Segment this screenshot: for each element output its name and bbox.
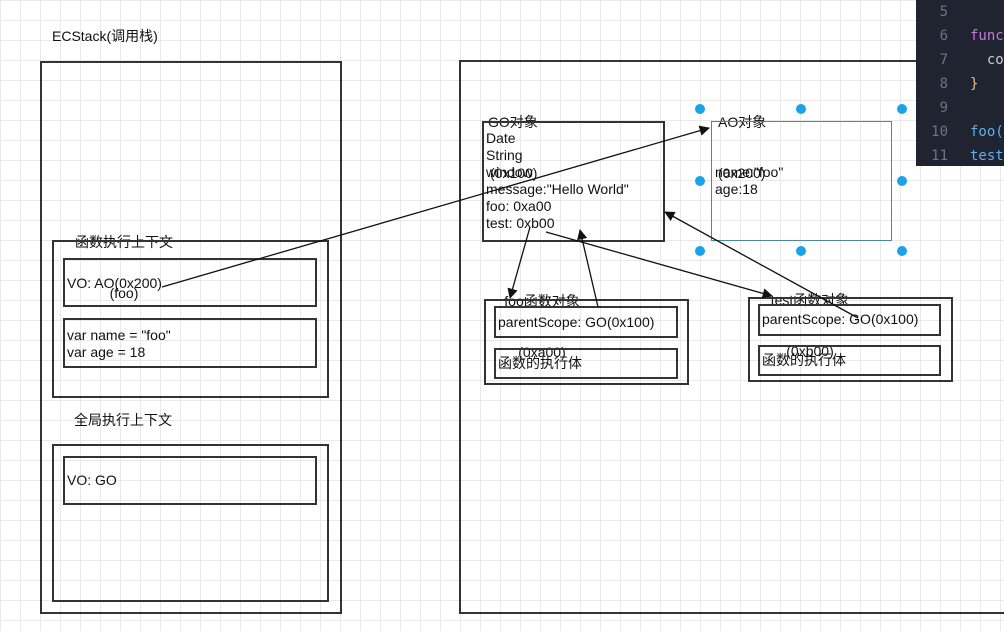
resize-handle-top-left[interactable] bbox=[695, 104, 705, 114]
code-text: co bbox=[970, 52, 1004, 68]
global-vo-text: VO: GO bbox=[67, 472, 117, 488]
foo-vo-text: VO: AO(0x200) bbox=[67, 275, 162, 291]
resize-handle-bottom-left[interactable] bbox=[695, 246, 705, 256]
line-number: 7 bbox=[939, 52, 948, 68]
ao-title-line1: AO对象 bbox=[718, 114, 767, 130]
foo-context-title: 函数执行上下文 (foo) bbox=[62, 200, 186, 319]
foo-fn-scope-text: parentScope: GO(0x100) bbox=[498, 314, 655, 330]
global-vo-box bbox=[63, 456, 317, 505]
resize-handle-bottom[interactable] bbox=[796, 246, 806, 256]
foo-fn-body-box bbox=[494, 348, 678, 379]
ecstack-title: ECStack(调用栈) bbox=[52, 28, 158, 44]
code-line: 5 bbox=[916, 0, 1004, 24]
line-number: 9 bbox=[939, 100, 948, 116]
line-number: 5 bbox=[939, 4, 948, 20]
line-number: 10 bbox=[931, 124, 948, 140]
global-context-title: 全局执行上下文 bbox=[74, 412, 172, 428]
code-line: 6 func bbox=[916, 24, 1004, 48]
ecstack-container bbox=[40, 61, 342, 614]
foo-context-title-line2: (foo) bbox=[109, 285, 139, 301]
code-editor-panel[interactable]: 5 6 func 7 co 8 } 9 10 foo( 11 test bbox=[916, 0, 1004, 166]
ao-properties: name:"foo" age:18 bbox=[715, 164, 784, 197]
resize-handle-right[interactable] bbox=[897, 176, 907, 186]
code-text: foo( bbox=[970, 124, 1004, 140]
resize-handle-top[interactable] bbox=[796, 104, 806, 114]
foo-fn-body-text: 函数的执行体 bbox=[498, 355, 582, 371]
go-properties: Date String window message:"Hello World"… bbox=[486, 130, 629, 231]
heap-container bbox=[459, 60, 1004, 614]
code-text: test bbox=[970, 148, 1004, 164]
line-number: 6 bbox=[939, 28, 948, 44]
foo-context-title-line1: 函数执行上下文 bbox=[75, 234, 173, 250]
ao-title-line2: (0x200) bbox=[718, 165, 766, 181]
line-number: 11 bbox=[931, 148, 948, 164]
ao-title: AO对象 (0x200) bbox=[718, 80, 766, 199]
line-number: 8 bbox=[939, 76, 948, 92]
code-text: func bbox=[970, 28, 1004, 44]
code-line: 11 test bbox=[916, 144, 1004, 166]
test-fn-title-line2: (0xb00) bbox=[786, 343, 834, 359]
resize-handle-top-right[interactable] bbox=[897, 104, 907, 114]
code-line: 9 bbox=[916, 96, 1004, 120]
test-fn-body-text: 函数的执行体 bbox=[762, 352, 846, 368]
foo-vars-box bbox=[63, 318, 317, 368]
code-text: } bbox=[970, 76, 979, 92]
resize-handle-left[interactable] bbox=[695, 176, 705, 186]
foo-vars-text: var name = "foo" var age = 18 bbox=[67, 327, 171, 360]
resize-handle-bottom-right[interactable] bbox=[897, 246, 907, 256]
test-fn-scope-text: parentScope: GO(0x100) bbox=[762, 311, 919, 327]
test-fn-body-box bbox=[758, 345, 941, 376]
code-line: 10 foo( bbox=[916, 120, 1004, 144]
global-execution-context bbox=[52, 444, 329, 602]
code-line: 7 co bbox=[916, 48, 1004, 72]
code-line: 8 } bbox=[916, 72, 1004, 96]
